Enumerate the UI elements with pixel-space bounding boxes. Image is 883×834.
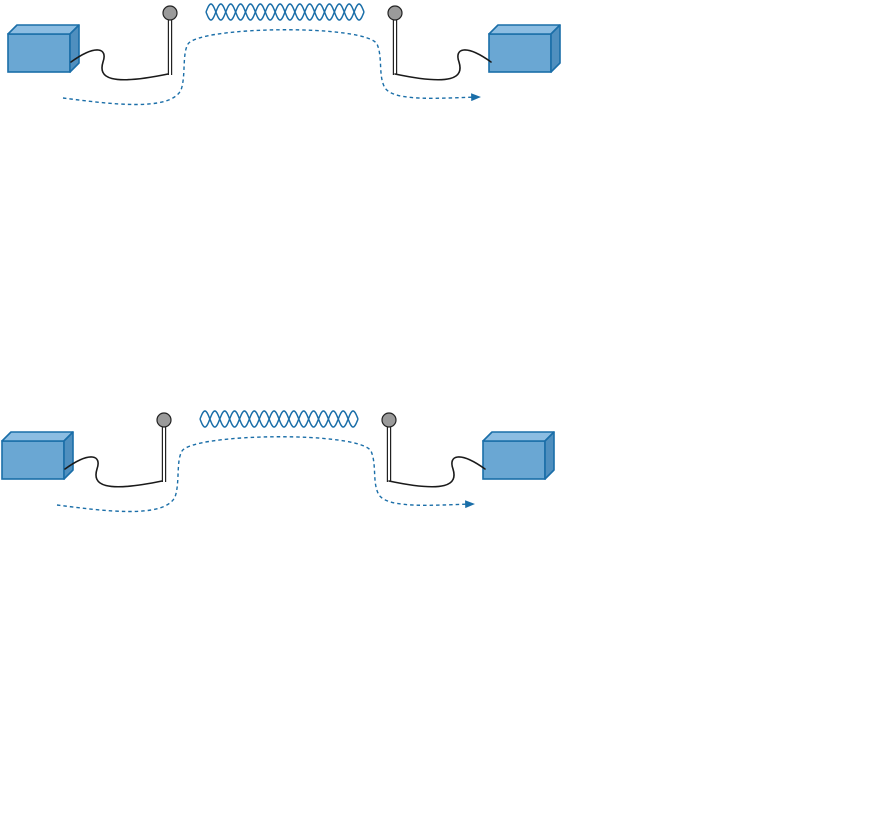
transmitter-device: [2, 432, 73, 479]
transmitter-device: [8, 25, 79, 72]
transmitter-cable: [71, 50, 168, 80]
receive-antenna-tip: [388, 6, 402, 20]
receiver-cable: [395, 50, 491, 80]
transmit-antenna-tip: [157, 413, 171, 427]
receiver-device: [489, 25, 560, 72]
receive-antenna: [388, 6, 402, 75]
receive-antenna-tip: [382, 413, 396, 427]
transmitter-device-front-face: [2, 441, 64, 479]
transmitter-device-side-face: [70, 25, 79, 72]
radio-wave-strand-b: [206, 4, 364, 20]
radio-wave: [206, 4, 364, 20]
transmitter-device-front-face: [8, 34, 70, 72]
receiver-device: [483, 432, 554, 479]
transmitter-device-side-face: [64, 432, 73, 479]
signal-path-arrow: [57, 437, 473, 512]
signal-path-arrow: [63, 30, 479, 105]
transmit-antenna: [163, 6, 177, 75]
transmit-antenna-tip: [163, 6, 177, 20]
receiver-device-top-face: [483, 432, 554, 441]
lower-link: [2, 411, 554, 511]
radio-wave-strand-b: [200, 411, 358, 427]
receiver-device-front-face: [489, 34, 551, 72]
upper-link: [8, 4, 560, 104]
transmit-antenna: [157, 413, 171, 482]
transmitter-cable: [65, 457, 162, 487]
radio-wave: [200, 411, 358, 427]
transmitter-device-top-face: [8, 25, 79, 34]
receiver-device-side-face: [545, 432, 554, 479]
transmitter-device-top-face: [2, 432, 73, 441]
receive-antenna: [382, 413, 396, 482]
receiver-device-front-face: [483, 441, 545, 479]
receiver-cable: [389, 457, 485, 487]
receiver-device-side-face: [551, 25, 560, 72]
receiver-device-top-face: [489, 25, 560, 34]
